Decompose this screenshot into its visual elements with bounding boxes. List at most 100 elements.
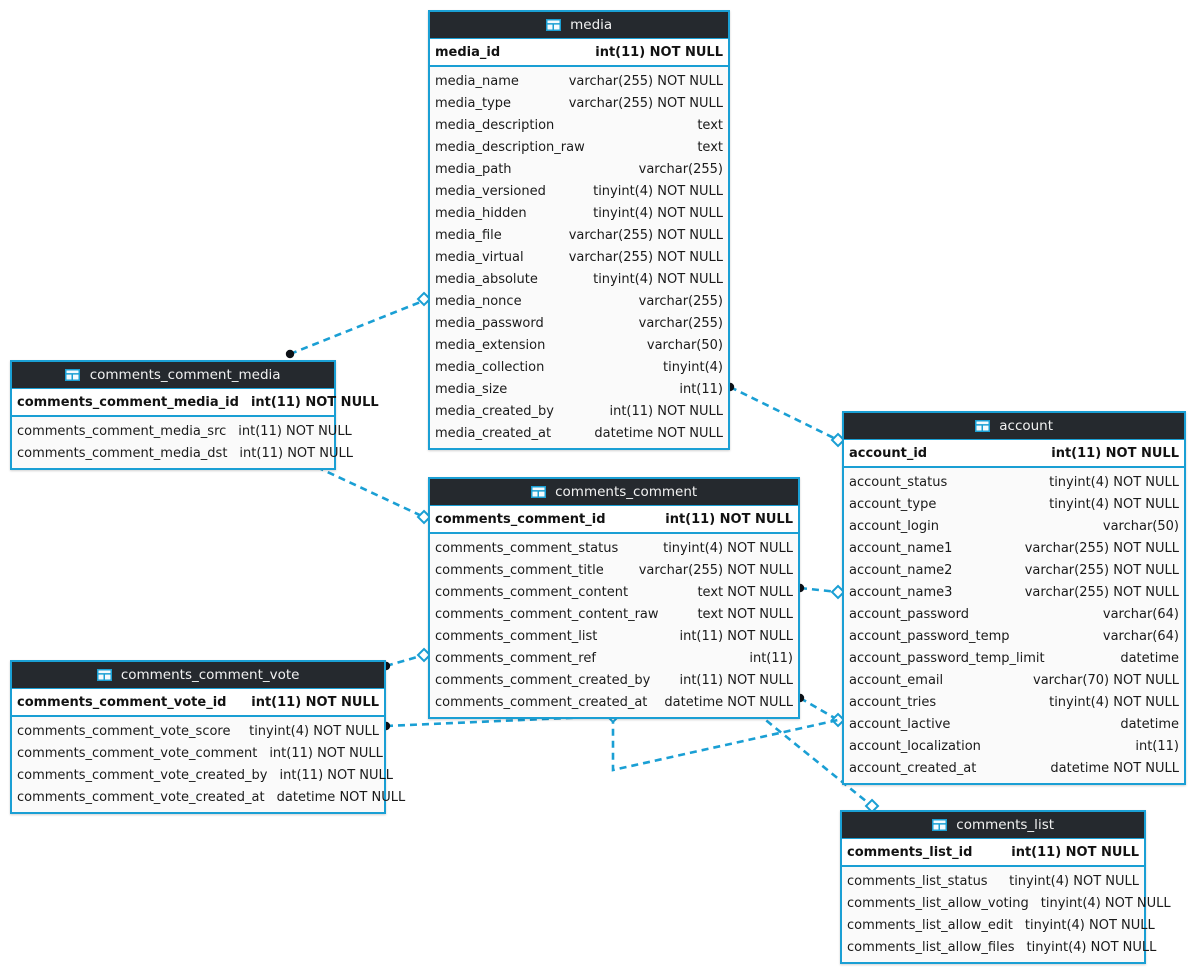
column-row-comments_comment_media_src[interactable]: comments_comment_media_src int(11) NOT N…	[12, 420, 352, 442]
pk-type: int(11) NOT NULL	[250, 394, 379, 410]
entity-table-comments_comment[interactable]: comments_comment comments_comment_id int…	[428, 477, 800, 719]
column-row-comments_comment_title[interactable]: comments_comment_title varchar(255) NOT …	[430, 559, 798, 581]
column-type: datetime	[1120, 650, 1179, 666]
column-row-media_name[interactable]: media_name varchar(255) NOT NULL	[430, 70, 728, 92]
column-row-media_collection[interactable]: media_collection tinyint(4)	[430, 356, 728, 378]
column-type: datetime NOT NULL	[1050, 760, 1179, 776]
column-name: comments_comment_media_src	[17, 423, 227, 439]
column-row-account_name1[interactable]: account_name1 varchar(255) NOT NULL	[844, 537, 1184, 559]
relationship-line	[799, 586, 839, 594]
column-row-comments_comment_content[interactable]: comments_comment_content text NOT NULL	[430, 581, 798, 603]
column-row-account_login[interactable]: account_login varchar(50)	[844, 515, 1184, 537]
column-row-media_size[interactable]: media_size int(11)	[430, 378, 728, 400]
column-row-comments_comment_content_raw[interactable]: comments_comment_content_raw text NOT NU…	[430, 603, 798, 625]
relationship-comments_comment-created_by-to-account	[795, 693, 846, 728]
column-type: tinyint(4) NOT NULL	[593, 271, 723, 287]
entity-title: comments_comment_media	[89, 367, 281, 383]
table-icon	[65, 369, 81, 381]
column-row-account_email[interactable]: account_email varchar(70) NOT NULL	[844, 669, 1184, 691]
primary-key-row-media_id[interactable]: media_id int(11) NOT NULL	[430, 38, 728, 67]
column-row-media_file[interactable]: media_file varchar(255) NOT NULL	[430, 224, 728, 246]
relationship-media-created_by-to-account	[725, 382, 846, 448]
column-type: varchar(50)	[1102, 518, 1179, 534]
column-type: varchar(255) NOT NULL	[1024, 540, 1179, 556]
column-row-media_versioned[interactable]: media_versioned tinyint(4) NOT NULL	[430, 180, 728, 202]
column-row-media_created_at[interactable]: media_created_at datetime NOT NULL	[430, 422, 728, 444]
column-row-media_path[interactable]: media_path varchar(255)	[430, 158, 728, 180]
column-row-media_description_raw[interactable]: media_description_raw text	[430, 136, 728, 158]
column-row-comments_comment_vote_created_by[interactable]: comments_comment_vote_created_by int(11)…	[12, 764, 393, 786]
column-row-account_password_temp[interactable]: account_password_temp varchar(64)	[844, 625, 1184, 647]
pk-name: comments_list_id	[847, 844, 973, 860]
column-row-media_description[interactable]: media_description text	[430, 114, 728, 136]
column-row-account_status[interactable]: account_status tinyint(4) NOT NULL	[844, 471, 1184, 493]
column-type: datetime NOT NULL	[276, 789, 406, 805]
column-row-media_hidden[interactable]: media_hidden tinyint(4) NOT NULL	[430, 202, 728, 224]
column-row-account_password_temp_limit[interactable]: account_password_temp_limit datetime	[844, 647, 1184, 669]
entity-table-comments_list[interactable]: comments_list comments_list_id int(11) N…	[840, 810, 1171, 964]
column-row-account_lactive[interactable]: account_lactive datetime	[844, 713, 1184, 735]
primary-key-row-account_id[interactable]: account_id int(11) NOT NULL	[844, 439, 1184, 468]
column-row-media_absolute[interactable]: media_absolute tinyint(4) NOT NULL	[430, 268, 728, 290]
column-row-media_password[interactable]: media_password varchar(255)	[430, 312, 728, 334]
column-row-comments_comment_list[interactable]: comments_comment_list int(11) NOT NULL	[430, 625, 798, 647]
primary-key-row-comments_comment_vote_id[interactable]: comments_comment_vote_id int(11) NOT NUL…	[12, 688, 384, 717]
entity-header-comments_comment_vote: comments_comment_vote	[12, 662, 384, 688]
column-row-account_name3[interactable]: account_name3 varchar(255) NOT NULL	[844, 581, 1184, 603]
column-row-account_name2[interactable]: account_name2 varchar(255) NOT NULL	[844, 559, 1184, 581]
column-row-media_extension[interactable]: media_extension varchar(50)	[430, 334, 728, 356]
column-row-comments_comment_ref[interactable]: comments_comment_ref int(11)	[430, 647, 798, 669]
column-row-account_tries[interactable]: account_tries tinyint(4) NOT NULL	[844, 691, 1184, 713]
entity-table-comments_comment_media[interactable]: comments_comment_media comments_comment_…	[10, 360, 379, 470]
column-name: media_file	[435, 227, 502, 243]
primary-key-row-comments_comment_id[interactable]: comments_comment_id int(11) NOT NULL	[430, 505, 798, 534]
entity-table-comments_comment_vote[interactable]: comments_comment_vote comments_comment_v…	[10, 660, 405, 814]
entity-table-account[interactable]: account account_id int(11) NOT NULL acco…	[842, 411, 1186, 785]
relationship-ccm-src-to-media	[285, 291, 432, 359]
column-row-media_type[interactable]: media_type varchar(255) NOT NULL	[430, 92, 728, 114]
column-name: comments_comment_vote_created_at	[17, 789, 265, 805]
column-row-comments_comment_media_dst[interactable]: comments_comment_media_dst int(11) NOT N…	[12, 442, 353, 464]
column-row-account_created_at[interactable]: account_created_at datetime NOT NULL	[844, 757, 1184, 779]
primary-key-row-comments_list_id[interactable]: comments_list_id int(11) NOT NULL	[842, 838, 1144, 867]
relationship-line	[305, 460, 425, 519]
column-row-comments_comment_created_by[interactable]: comments_comment_created_by int(11) NOT …	[430, 669, 798, 691]
column-name: account_lactive	[849, 716, 951, 732]
column-row-account_password[interactable]: account_password varchar(64)	[844, 603, 1184, 625]
column-name: account_email	[849, 672, 944, 688]
column-row-comments_list_status[interactable]: comments_list_status tinyint(4) NOT NULL	[842, 870, 1144, 892]
column-name: account_password_temp_limit	[849, 650, 1045, 666]
column-type: text	[697, 139, 723, 155]
primary-key-row-comments_comment_media_id[interactable]: comments_comment_media_id int(11) NOT NU…	[12, 388, 379, 417]
column-name: media_created_by	[435, 403, 554, 419]
column-row-media_virtual[interactable]: media_virtual varchar(255) NOT NULL	[430, 246, 728, 268]
column-row-account_type[interactable]: account_type tinyint(4) NOT NULL	[844, 493, 1184, 515]
column-row-comments_list_allow_edit[interactable]: comments_list_allow_edit tinyint(4) NOT …	[842, 914, 1155, 936]
column-name: account_login	[849, 518, 939, 534]
column-row-media_created_by[interactable]: media_created_by int(11) NOT NULL	[430, 400, 728, 422]
column-type: varchar(255) NOT NULL	[1024, 562, 1179, 578]
column-type: tinyint(4) NOT NULL	[1049, 694, 1179, 710]
column-name: media_created_at	[435, 425, 552, 441]
column-row-comments_comment_vote_score[interactable]: comments_comment_vote_score tinyint(4) N…	[12, 720, 384, 742]
column-type: varchar(255) NOT NULL	[638, 562, 793, 578]
column-name: account_password_temp	[849, 628, 1010, 644]
relationship-line	[385, 653, 425, 668]
column-row-comments_list_allow_files[interactable]: comments_list_allow_files tinyint(4) NOT…	[842, 936, 1156, 958]
column-row-comments_comment_vote_comment[interactable]: comments_comment_vote_comment int(11) NO…	[12, 742, 384, 764]
pk-type: int(11) NOT NULL	[1051, 445, 1179, 461]
column-row-comments_list_allow_voting[interactable]: comments_list_allow_voting tinyint(4) NO…	[842, 892, 1171, 914]
column-name: comments_comment_vote_created_by	[17, 767, 268, 783]
column-row-media_nonce[interactable]: media_nonce varchar(255)	[430, 290, 728, 312]
entity-header-comments_comment: comments_comment	[430, 479, 798, 505]
column-name: comments_comment_title	[435, 562, 604, 578]
column-row-account_localization[interactable]: account_localization int(11)	[844, 735, 1184, 757]
column-row-comments_comment_status[interactable]: comments_comment_status tinyint(4) NOT N…	[430, 537, 798, 559]
column-type: tinyint(4) NOT NULL	[1024, 917, 1155, 933]
entity-header-comments_list: comments_list	[842, 812, 1144, 838]
column-type: varchar(70) NOT NULL	[1033, 672, 1179, 688]
entity-table-media[interactable]: media media_id int(11) NOT NULL media_na…	[428, 10, 730, 450]
column-row-comments_comment_created_at[interactable]: comments_comment_created_at datetime NOT…	[430, 691, 798, 713]
column-row-comments_comment_vote_created_at[interactable]: comments_comment_vote_created_at datetim…	[12, 786, 405, 808]
column-name: account_created_at	[849, 760, 977, 776]
